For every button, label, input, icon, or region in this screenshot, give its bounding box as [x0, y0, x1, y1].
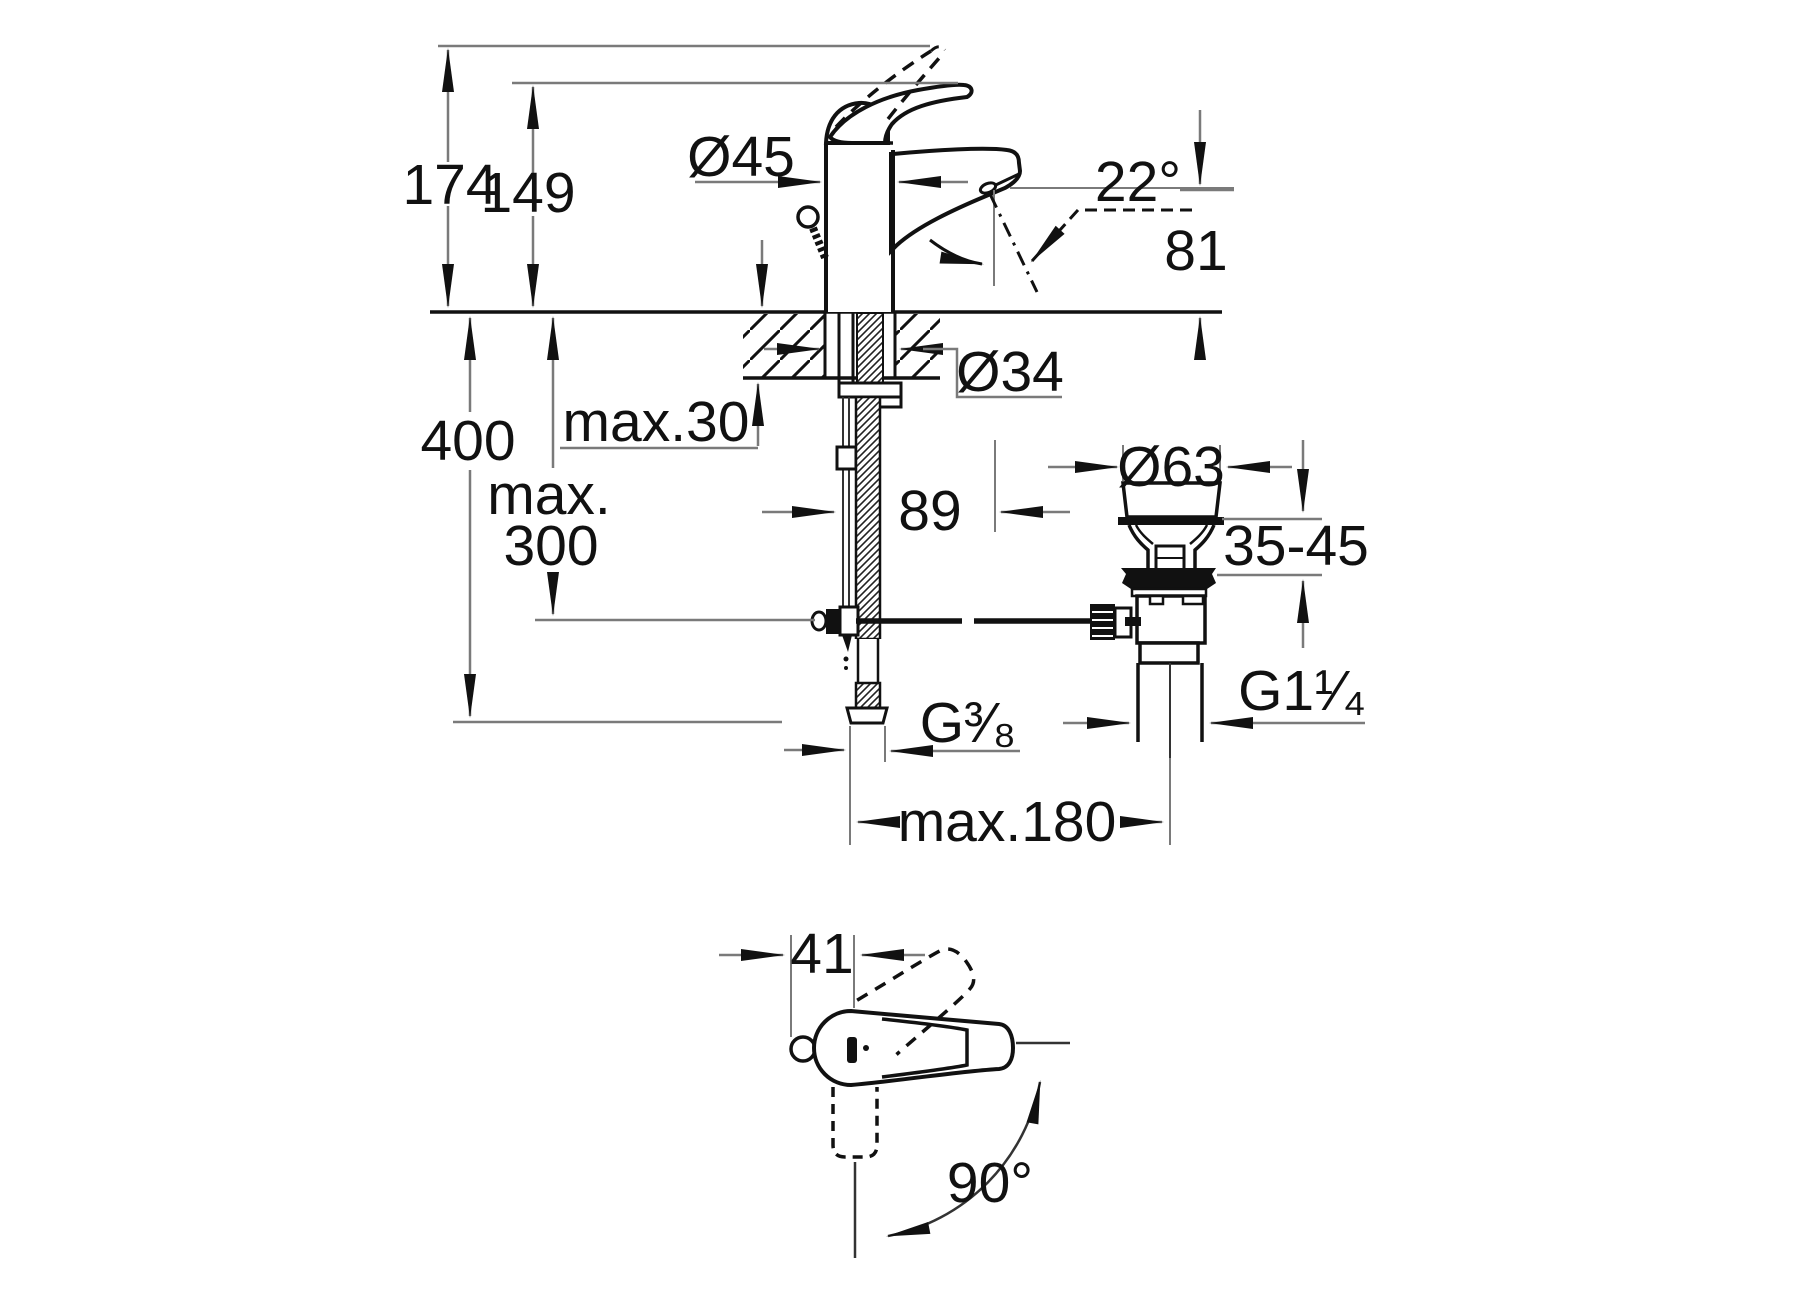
dim-swivel-90: 90° — [853, 1041, 1070, 1258]
below-deck-assembly — [810, 312, 1090, 725]
waste-flange-band — [1118, 517, 1224, 525]
dim-label-300: 300 — [503, 514, 598, 578]
front-view: 174 149 Ø45 22° 81 — [402, 44, 1369, 854]
dim-waste-flange-63: Ø63 — [1048, 435, 1292, 499]
spout-top-phantom — [831, 1087, 879, 1159]
pop-up-waste — [1090, 481, 1224, 845]
dim-label-o34: Ø34 — [956, 340, 1064, 404]
dim-pull-rod-max300: max. 300 — [487, 316, 815, 622]
dim-spout-angle-22: 22° — [929, 150, 1234, 293]
dim-label-41: 41 — [790, 922, 853, 986]
dim-deck-thickness-max30: max.30 — [560, 240, 768, 454]
aerator — [978, 181, 998, 195]
dim-supply-thread-g38: G³⁄₈ — [784, 691, 1020, 845]
dim-label-22deg: 22° — [1095, 150, 1181, 214]
supply-hose-upper — [854, 395, 882, 641]
top-view: 41 90° — [719, 922, 1070, 1258]
pull-rod — [842, 397, 850, 608]
dim-label-35-45: 35-45 — [1223, 514, 1369, 578]
dim-label-400: 400 — [420, 409, 515, 473]
pull-rod-joint — [835, 445, 858, 471]
stream-direction-line — [988, 193, 1039, 293]
dim-waste-reach-max180: max.180 — [856, 758, 1171, 854]
dim-outlet-offset-89: 89 — [762, 440, 1070, 543]
angle-leader — [1030, 208, 1192, 263]
waste-tailpipe — [1136, 663, 1204, 742]
supply-hose-lower — [854, 681, 882, 710]
dim-spout-height-149: 149 — [480, 81, 958, 308]
lever-handle — [827, 82, 974, 145]
pull-rod-knob-top — [789, 1035, 817, 1063]
dim-hole-diameter-34: Ø34 — [764, 340, 1064, 404]
waste-bell — [1127, 524, 1216, 568]
dim-waste-thread-g114: G1¹⁄₄ — [1063, 659, 1366, 729]
deck-hatch-right — [895, 314, 940, 377]
dim-label-174: 174 — [402, 153, 497, 217]
dim-label-o45: Ø45 — [687, 125, 795, 189]
dim-basin-clamp-35-45: 35-45 — [1217, 440, 1369, 648]
deck-hatch-left — [743, 314, 825, 377]
dim-label-81: 81 — [1164, 219, 1227, 283]
threaded-shank — [856, 312, 884, 384]
deck-section — [430, 310, 1222, 380]
spout-swing-arrow — [929, 238, 984, 266]
pull-rod-grip — [809, 226, 830, 262]
handle-phantom-position — [834, 45, 947, 129]
dim-label-89: 89 — [898, 479, 961, 543]
dim-label-o63: Ø63 — [1117, 435, 1225, 499]
pop-up-rod-linkage — [810, 605, 860, 670]
dim-label-149: 149 — [480, 161, 575, 225]
dim-below-deck-400: 400 — [420, 316, 782, 724]
dim-label-g114: G1¹⁄₄ — [1238, 659, 1366, 723]
hose-ferrule — [845, 706, 889, 725]
swivel-arc — [886, 1080, 1042, 1238]
dim-outlet-height-81: 81 — [1164, 110, 1234, 360]
basin-clamp-flange — [1121, 568, 1216, 589]
body-fill — [826, 143, 893, 312]
waste-lower-body — [1138, 641, 1200, 665]
mounting-nut — [837, 381, 903, 399]
dim-label-90deg: 90° — [947, 1151, 1033, 1215]
dim-label-max: max. — [487, 463, 611, 527]
faucet-body — [796, 45, 1023, 312]
dim-label-max30: max.30 — [563, 390, 750, 454]
spout — [889, 146, 1023, 256]
handle-indicator-mark — [847, 1037, 857, 1063]
deck-hole-edges — [823, 312, 897, 378]
hose-break-lines — [856, 639, 880, 683]
rod-clamp-knob — [1090, 604, 1115, 640]
dim-overall-height-174: 174 — [402, 44, 930, 308]
dim-label-g38: G³⁄₈ — [920, 691, 1016, 755]
dim-handle-width-41: 41 — [719, 922, 925, 1037]
shank-tube — [837, 313, 855, 383]
handle-top-inner-line — [881, 1017, 969, 1079]
handle-phantom-top — [856, 947, 976, 1056]
dim-base-diameter-45: Ø45 — [687, 125, 968, 189]
waste-bell-inner — [1134, 524, 1209, 545]
dim-label-max180: max.180 — [898, 790, 1117, 854]
handle-indicator-dot — [863, 1045, 869, 1051]
pull-rod-knob — [796, 205, 820, 229]
